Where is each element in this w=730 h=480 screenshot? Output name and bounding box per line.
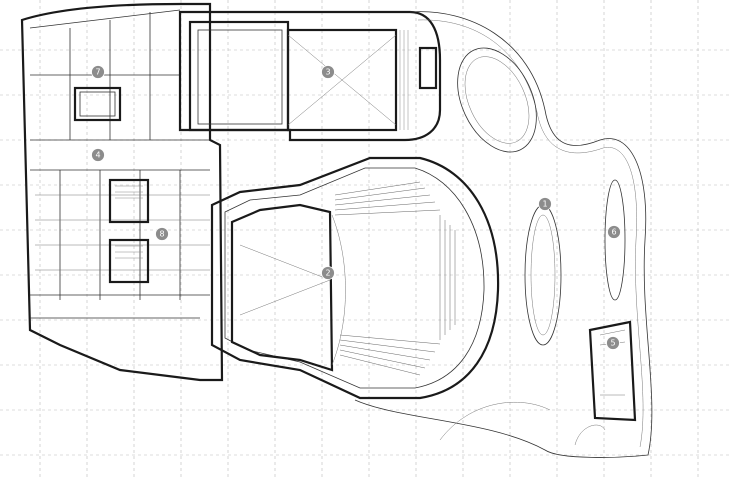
main-auditorium — [210, 156, 500, 400]
marker-4-label: 4 — [95, 151, 100, 160]
marker-3: 3 — [321, 65, 335, 79]
marker-5-label: 5 — [610, 339, 615, 348]
foyer-envelope — [354, 11, 653, 458]
marker-2-label: 2 — [325, 269, 330, 278]
marker-3-label: 3 — [325, 68, 330, 77]
marker-4: 4 — [91, 148, 105, 162]
marker-7: 7 — [91, 65, 105, 79]
marker-6: 6 — [607, 225, 621, 239]
west-wing — [20, 2, 224, 382]
marker-2: 2 — [321, 266, 335, 280]
marker-6-label: 6 — [611, 228, 616, 237]
marker-8-label: 8 — [159, 230, 164, 239]
marker-1-label: 1 — [542, 200, 547, 209]
marker-8: 8 — [155, 227, 169, 241]
marker-1: 1 — [538, 197, 552, 211]
marker-7-label: 7 — [95, 68, 100, 77]
rehearsal-hall — [178, 10, 442, 142]
marker-5: 5 — [606, 336, 620, 350]
